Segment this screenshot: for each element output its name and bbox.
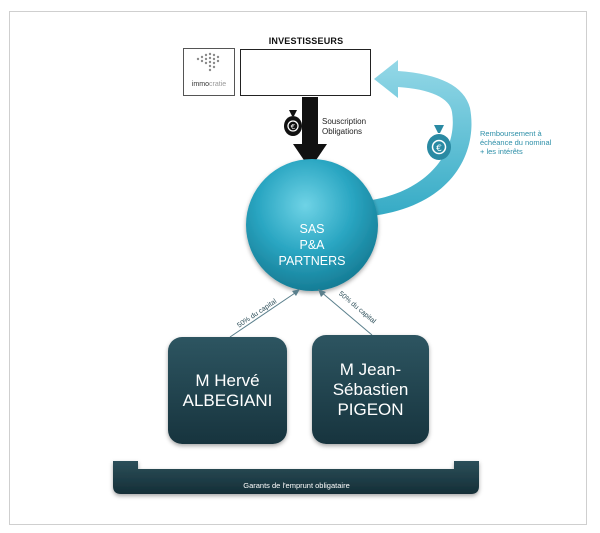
svg-text:€: € xyxy=(291,123,295,131)
repayment-curved-arrow xyxy=(372,60,472,216)
immocratie-logo-icon xyxy=(196,52,220,72)
company-name: SAS P&A PARTNERS xyxy=(278,222,346,268)
investors-box xyxy=(240,49,371,96)
share-line-left xyxy=(229,290,299,338)
svg-text:€: € xyxy=(436,144,442,154)
diagram-frame xyxy=(9,11,587,525)
shareholder-box-pigeon: M Jean- Sébastien PIGEON xyxy=(312,335,429,444)
investors-title: INVESTISSEURS xyxy=(268,36,344,46)
share-arrowhead-right xyxy=(318,289,326,297)
money-bag-icon: € xyxy=(284,110,302,136)
repayment-label: Remboursement à échéance du nominal + le… xyxy=(480,129,552,156)
logo-wordmark: immocratie xyxy=(191,81,227,88)
share-arrowhead-left xyxy=(292,289,300,296)
subscription-label: Souscription Obligations xyxy=(322,117,367,136)
guarantors-label: Garants de l'emprunt obligataire xyxy=(243,481,350,490)
shareholder-box-albegiani: M Hervé ALBEGIANI xyxy=(168,337,287,444)
immocratie-logo-box: immocratie xyxy=(183,48,235,96)
guarantors-tray xyxy=(113,461,479,494)
company-circle xyxy=(246,159,378,291)
share-line-right xyxy=(319,290,373,336)
subscription-arrow xyxy=(293,97,327,169)
money-bag-icon-teal: € xyxy=(427,125,451,160)
